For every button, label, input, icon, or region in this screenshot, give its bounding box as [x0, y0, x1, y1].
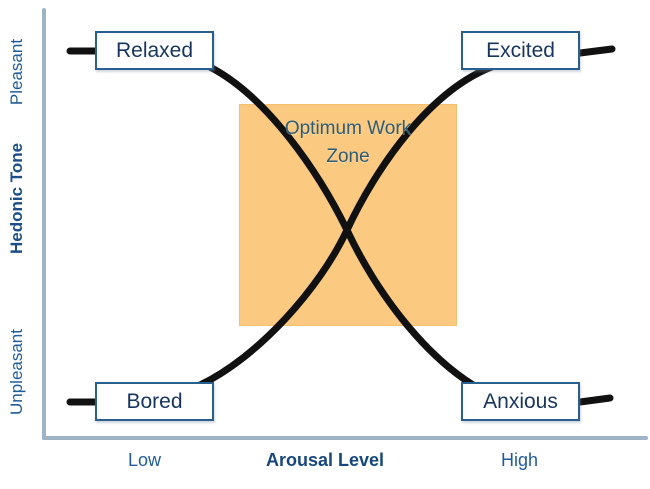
x-axis-title: Arousal Level — [266, 450, 385, 470]
optimum-work-zone-rect — [239, 104, 457, 326]
node-label-excited: Excited — [486, 38, 555, 62]
node-box-bored[interactable]: Bored — [95, 382, 214, 421]
y-axis-line — [42, 8, 46, 440]
zone-label-line-1: Optimum Work — [284, 118, 412, 139]
curve-bored-to-excited — [66, 45, 616, 406]
node-box-relaxed[interactable]: Relaxed — [95, 31, 214, 70]
zone-label-line-2: Zone — [326, 146, 370, 167]
x-axis-right-label: High — [501, 450, 539, 470]
node-label-anxious: Anxious — [483, 389, 558, 413]
optimum-work-zone-label: Optimum Work Zone — [239, 115, 457, 171]
node-label-bored: Bored — [126, 389, 183, 413]
x-axis-left-label: Low — [128, 450, 162, 470]
curve-relaxed-to-anxious — [66, 47, 614, 406]
x-axis-line — [42, 436, 648, 440]
node-box-anxious[interactable]: Anxious — [461, 382, 580, 421]
node-label-relaxed: Relaxed — [115, 38, 194, 62]
node-box-excited[interactable]: Excited — [461, 31, 580, 70]
